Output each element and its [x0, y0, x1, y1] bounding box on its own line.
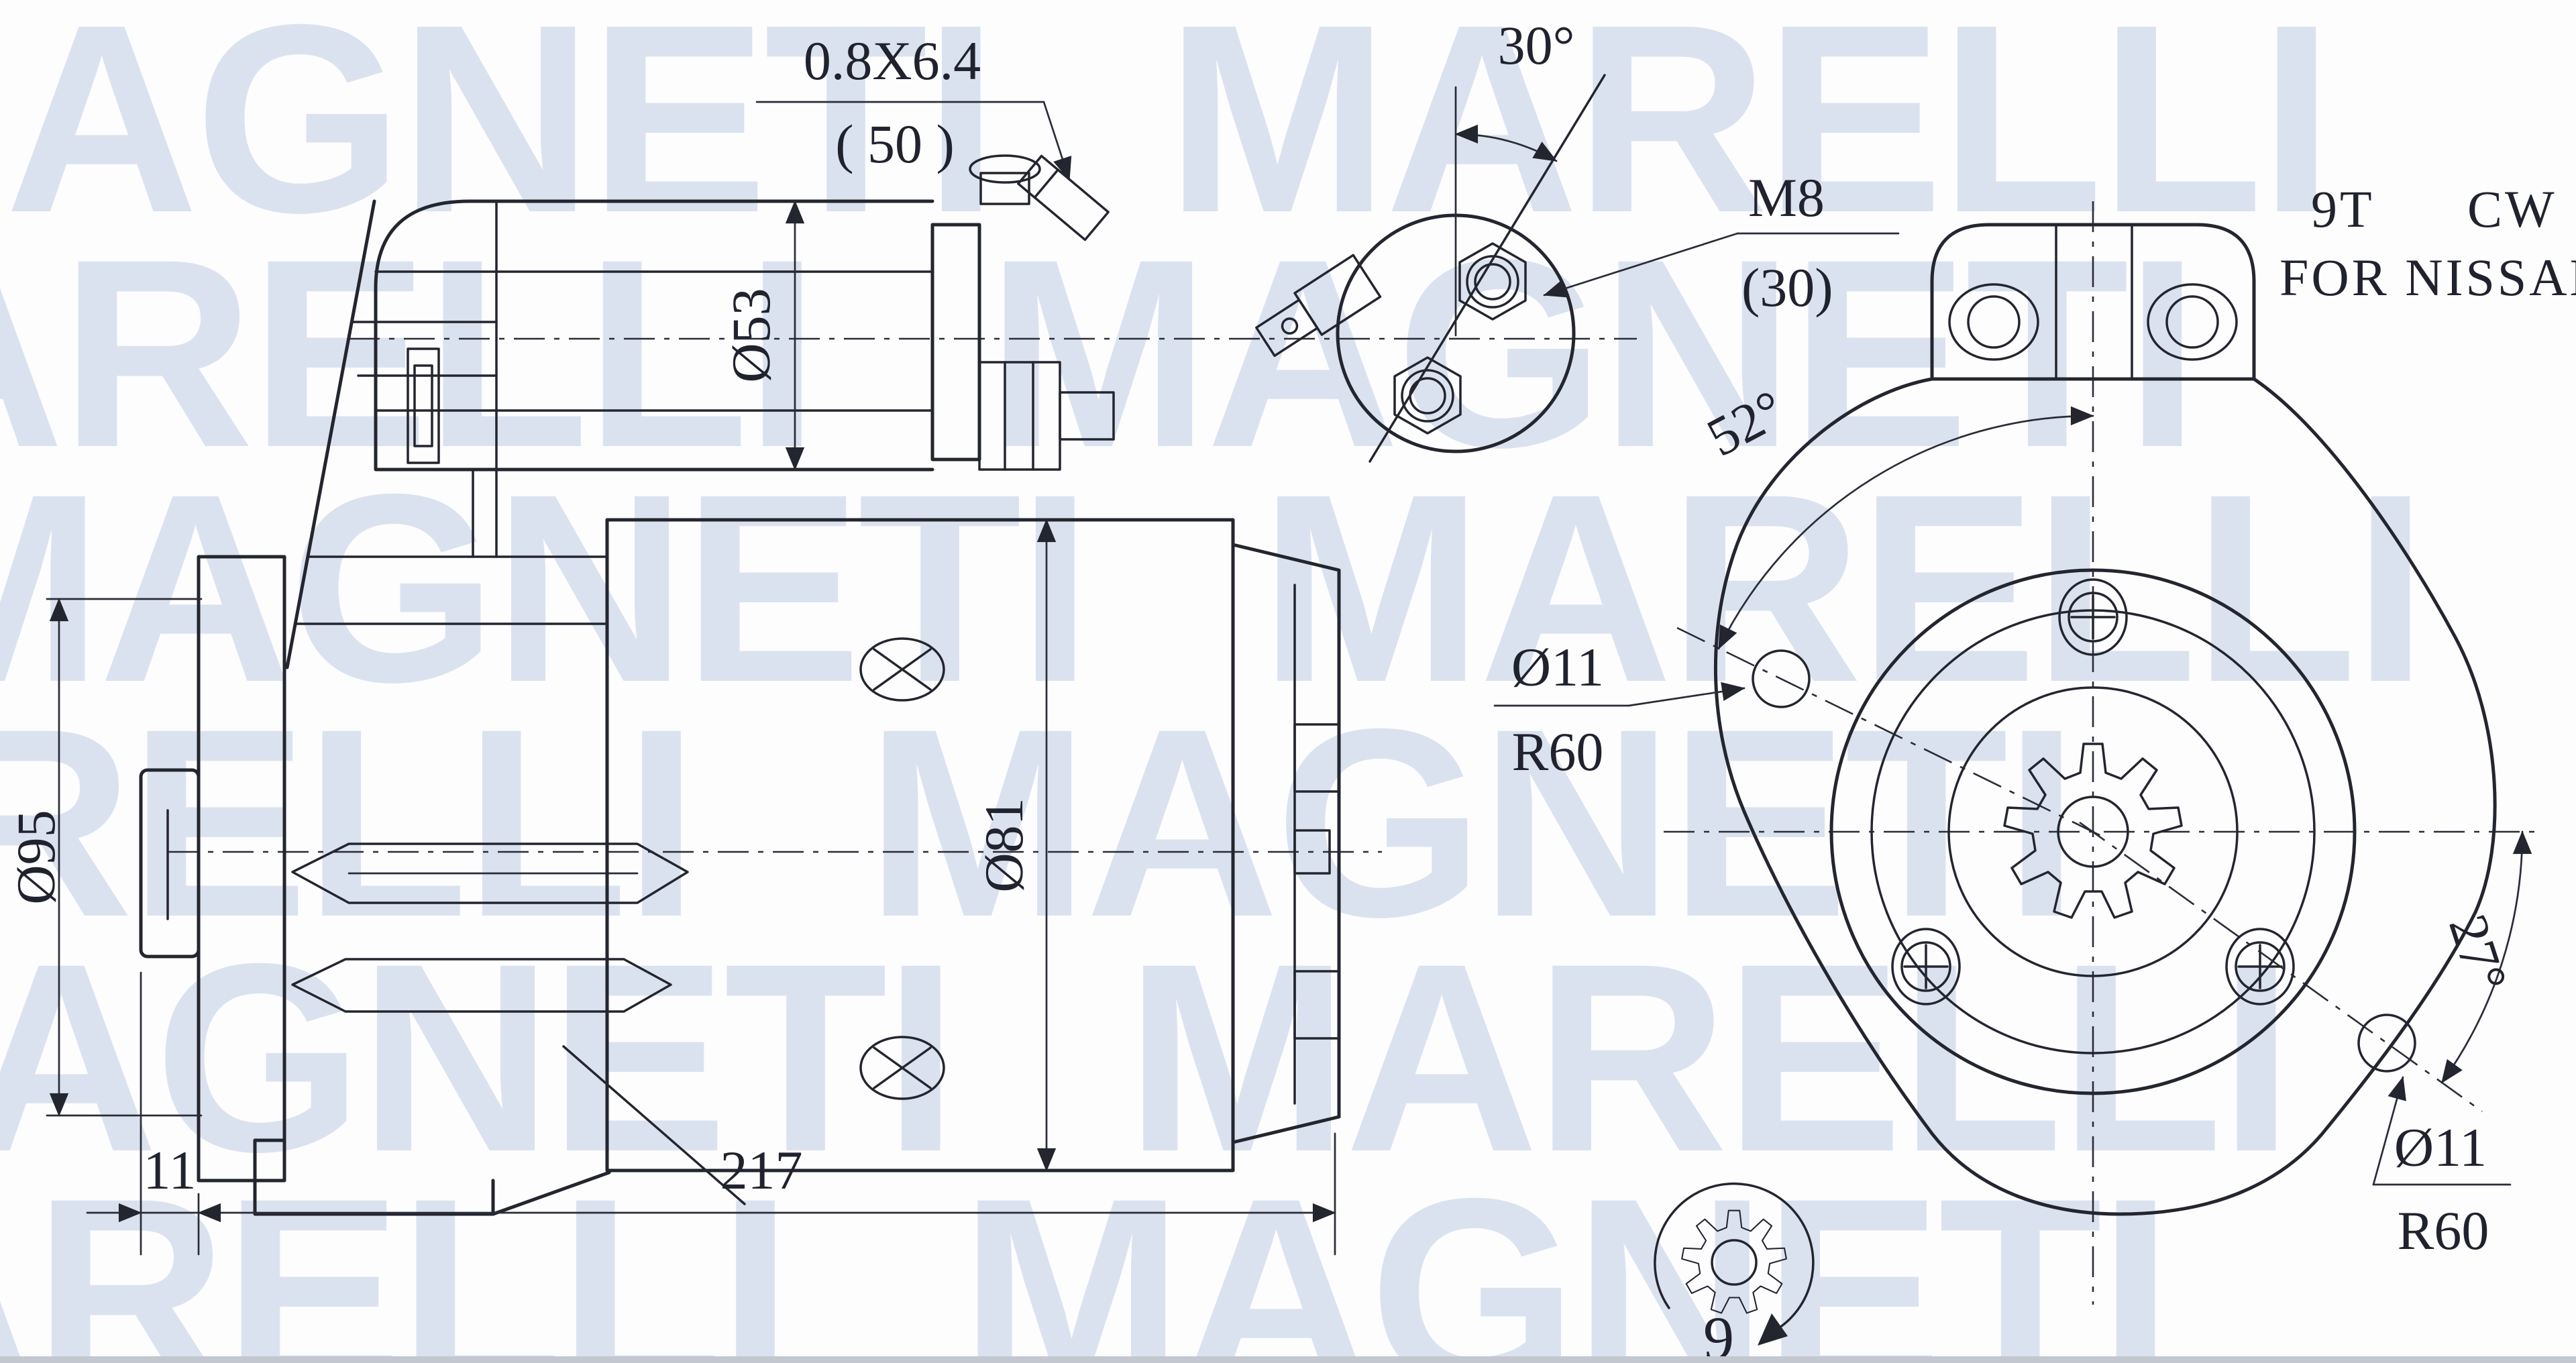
brand-watermark: MAGNETI MARELLI MARELLI MAGNETI MAGNETI …	[0, 0, 2428, 1363]
gear-bore	[1711, 1239, 1758, 1286]
starter-side-view: 0.8X6.4 ( 50 ) Ø53 Ø81 Ø95	[5, 30, 1637, 1256]
label-teeth-count: 9T	[2311, 180, 2375, 238]
m8-stud-upper	[1458, 242, 1527, 321]
label-solenoid-diameter: Ø53	[720, 288, 782, 382]
m8-stud-lower	[1393, 356, 1462, 435]
label-pinion-teeth: 9	[1703, 1304, 1734, 1363]
label-terminal-angle: 30°	[1498, 15, 1575, 76]
cw-arrow-icon	[1654, 1182, 1815, 1329]
bolt-symbol-icon	[859, 1036, 945, 1100]
label-mount-angle-lower: 27°	[2437, 908, 2519, 999]
dim-mount-angle-lower: 27°	[2437, 830, 2532, 1084]
screw-icon	[1891, 928, 1961, 1005]
rear-end-cap	[1231, 543, 1341, 1144]
label-flange-thickness: 11	[144, 1140, 197, 1201]
label-terminal-blade-ref: ( 50 )	[835, 113, 955, 174]
pinion-bore	[2057, 796, 2129, 868]
bolt-symbol-icon	[859, 637, 945, 702]
top-bracket	[1930, 223, 2256, 381]
solenoid-side	[374, 154, 1115, 472]
m8-stud	[1059, 391, 1115, 441]
flange-outline	[1713, 377, 2497, 1216]
watermark-row: MARELLI MAGNETI	[0, 1142, 2169, 1363]
dim-body-diameter: Ø81	[973, 519, 1057, 1172]
spec-block: 9T CW FOR NISSAN	[2279, 180, 2576, 307]
pilot-boss	[139, 768, 201, 959]
housing-slant-edge	[285, 199, 376, 669]
label-application: FOR NISSAN	[2279, 248, 2576, 307]
through-bolt-shank	[413, 364, 433, 447]
label-mount-hole-lower: Ø11	[2394, 1117, 2487, 1178]
dim-flange-diameter: Ø95	[5, 598, 203, 1117]
dim-terminal-blade: 0.8X6.4 ( 50 )	[755, 30, 1072, 181]
solenoid-end-plate	[930, 223, 981, 461]
lever-diagonal	[562, 1045, 746, 1205]
label-mount-radius-lower: R60	[2398, 1200, 2489, 1261]
solenoid-end-view: 30° M8 (30)	[1255, 15, 1900, 463]
screw-icon	[2225, 928, 2295, 1005]
mount-hole-upper	[1752, 649, 1811, 708]
lever-fork-opening	[291, 958, 672, 1013]
through-bolt	[407, 347, 440, 464]
motor-yoke	[605, 518, 1235, 1173]
spade-terminal-front	[1255, 254, 1382, 358]
label-terminal-blade: 0.8X6.4	[804, 30, 981, 91]
label-rotation: CW	[2467, 180, 2557, 238]
dim-mount-hole-lower: Ø11 R60	[2372, 1076, 2512, 1261]
label-mount-radius-upper: R60	[1512, 721, 1604, 782]
dim-terminal-thread: M8 (30)	[1543, 167, 1900, 318]
terminal-washer	[969, 154, 1041, 184]
label-mount-hole-upper: Ø11	[1511, 637, 1604, 698]
upper-hole-axis	[1676, 626, 2107, 840]
label-overall-length: 217	[720, 1140, 803, 1201]
dim-solenoid-diameter: Ø53	[720, 200, 805, 471]
dim-terminal-angle: 30°	[1454, 15, 1575, 162]
bearing-bore	[1947, 686, 2239, 977]
label-flange-diameter: Ø95	[5, 810, 66, 904]
drive-shaft-opening	[291, 842, 689, 904]
label-terminal-thread-ref: (30)	[1741, 257, 1833, 318]
dim-mount-hole-upper: Ø11 R60	[1493, 637, 1746, 782]
scan-edge	[0, 1356, 2576, 1363]
dim-bottom: 11 217	[86, 971, 1336, 1256]
label-terminal-thread: M8	[1748, 167, 1825, 228]
terminal-bolt	[979, 172, 1030, 205]
watermark-row: MAGNETI MARELLI	[0, 0, 2330, 268]
label-body-diameter: Ø81	[973, 798, 1034, 892]
cw-arrowhead-icon	[1758, 1313, 1788, 1346]
pinion-rotation-icon: 9	[1654, 1182, 1815, 1363]
mount-hole-lower	[2357, 1014, 2416, 1073]
